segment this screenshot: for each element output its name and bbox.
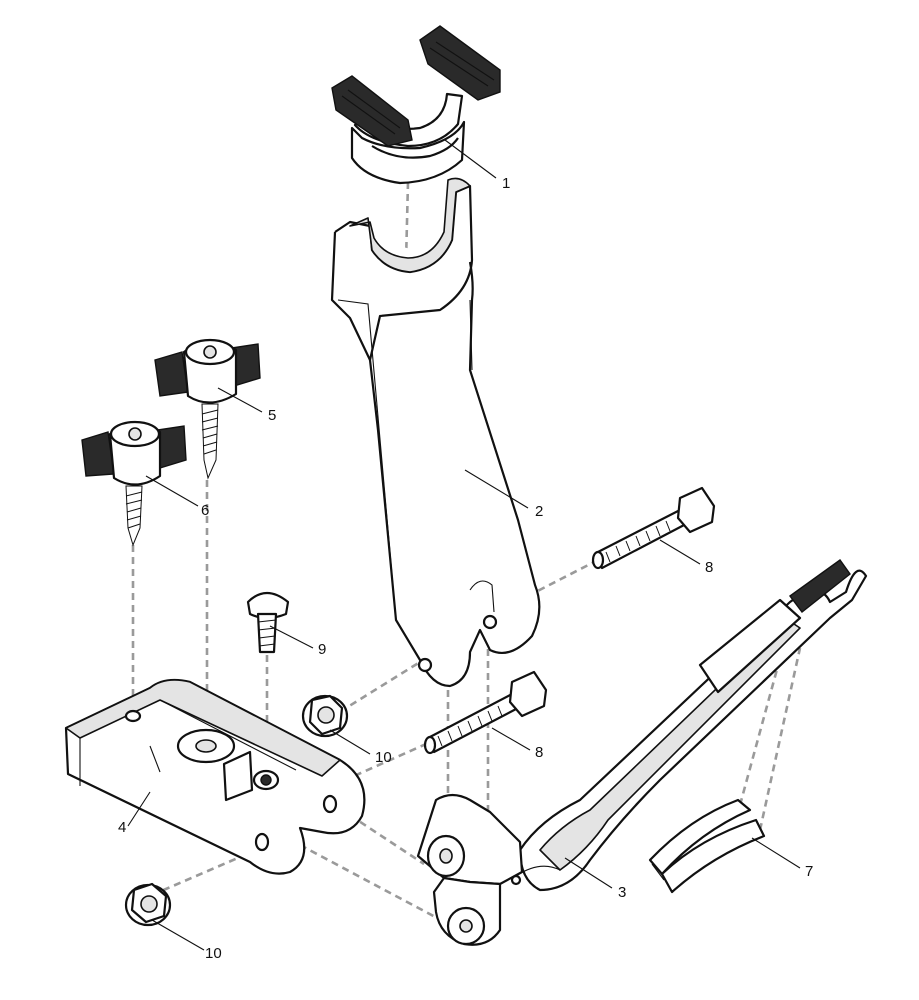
part-7-pad-insert <box>648 798 766 894</box>
part-2-lever-arm <box>330 177 541 688</box>
part-9-carriage-bolt <box>246 591 290 654</box>
part-5-wing-knob-screw <box>154 338 261 480</box>
callout-part-4: 4 <box>118 819 127 836</box>
part-8-bolt-lower <box>423 670 548 755</box>
part-8-bolt-upper <box>591 486 716 570</box>
part-10-flange-nut-lower <box>124 882 172 927</box>
callout-leaders <box>127 139 801 951</box>
part-10-flange-nut-upper <box>301 694 349 738</box>
callout-part-1: 1 <box>502 175 511 192</box>
part-4-base-block <box>64 678 366 875</box>
callout-part-7: 7 <box>805 863 814 880</box>
callout-part-2: 2 <box>535 503 544 520</box>
part-6-wing-knob-screw <box>81 420 187 547</box>
part-1-rubber-cradle <box>331 25 501 185</box>
callout-part-6: 6 <box>201 502 210 519</box>
callout-part-9: 9 <box>318 641 327 658</box>
callout-part-8-lower: 8 <box>535 744 544 761</box>
callout-part-10-lower: 10 <box>205 945 222 962</box>
callout-part-3: 3 <box>618 884 627 901</box>
callout-part-8-upper: 8 <box>705 559 714 576</box>
part-3-adjustable-lever <box>416 559 868 946</box>
callout-part-10-upper: 10 <box>375 749 392 766</box>
callout-part-5: 5 <box>268 407 277 424</box>
